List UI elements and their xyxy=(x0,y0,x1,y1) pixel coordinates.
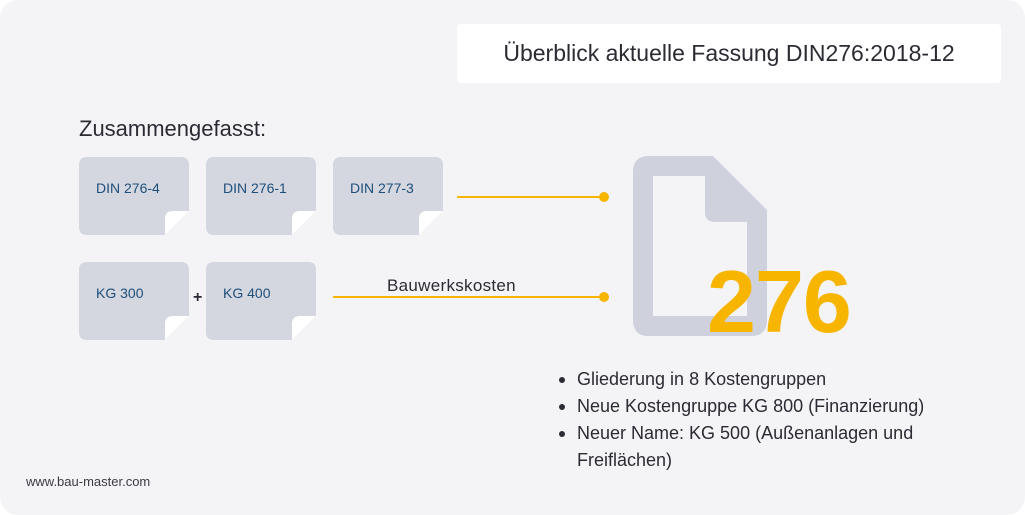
card-label: KG 300 xyxy=(96,285,144,301)
card-din-276-1: DIN 276-1 xyxy=(206,157,316,235)
card-kg-300: KG 300 xyxy=(79,262,189,340)
card-din-277-3: DIN 277-3 xyxy=(333,157,443,235)
summary-heading: Zusammengefasst: xyxy=(79,116,267,141)
card-label: KG 400 xyxy=(223,285,271,301)
feature-list: Gliederung in 8 Kostengruppen Neue Koste… xyxy=(557,366,957,474)
footer-url: www.bau-master.com xyxy=(26,474,151,489)
page-icon xyxy=(206,262,316,340)
plus-sign: + xyxy=(193,289,203,306)
connector-dot-top xyxy=(599,192,609,202)
list-item: Gliederung in 8 Kostengruppen xyxy=(557,366,957,393)
card-label: DIN 277-3 xyxy=(350,180,414,196)
card-label: DIN 276-4 xyxy=(96,180,160,196)
page-icon xyxy=(206,157,316,235)
connector-dot-bottom xyxy=(599,292,609,302)
list-item: Neuer Name: KG 500 (Außenanlagen und Fre… xyxy=(557,420,957,474)
card-label: DIN 276-1 xyxy=(223,180,287,196)
page-icon xyxy=(79,157,189,235)
connector-label: Bauwerkskosten xyxy=(387,276,516,295)
big-number: 276 xyxy=(707,252,852,351)
list-item: Neue Kostengruppe KG 800 (Finanzierung) xyxy=(557,393,957,420)
card-din-276-4: DIN 276-4 xyxy=(79,157,189,235)
page-title: Überblick aktuelle Fassung DIN276:2018-1… xyxy=(503,40,955,66)
title-box: Überblick aktuelle Fassung DIN276:2018-1… xyxy=(457,24,1001,83)
page-icon xyxy=(79,262,189,340)
page-icon xyxy=(333,157,443,235)
file-icon xyxy=(633,156,767,336)
card-kg-400: KG 400 xyxy=(206,262,316,340)
